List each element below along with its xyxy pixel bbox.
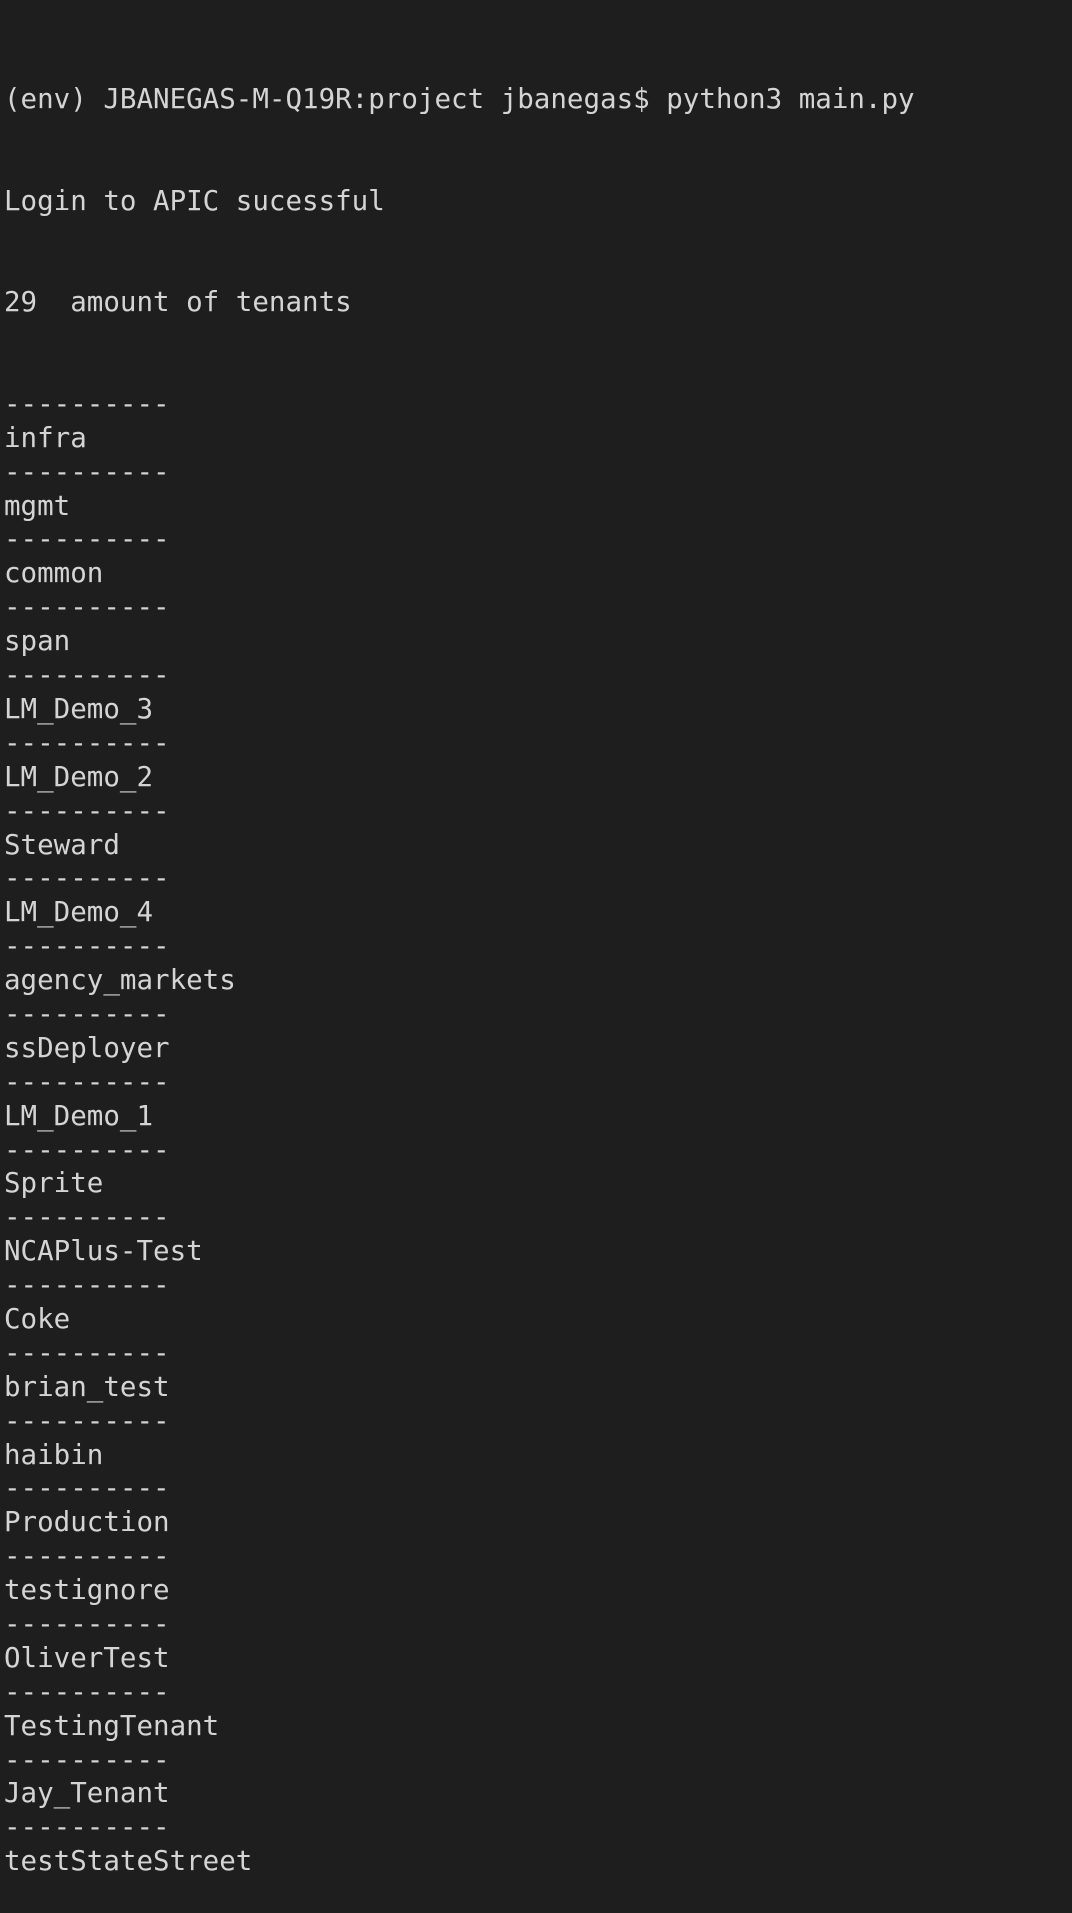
tenant-count-line: 29 amount of tenants — [4, 286, 352, 319]
tenant-name: LM_Demo_2 — [4, 760, 154, 793]
tenant-name: TestingTenant — [4, 1709, 220, 1742]
separator-line: ---------- — [4, 1336, 170, 1369]
tenant-name: testStateStreet — [4, 1845, 253, 1878]
tenant-name: ssDeployer — [4, 1031, 170, 1064]
tenant-name: Sprite — [4, 1167, 104, 1200]
tenant-name: infra — [4, 421, 87, 454]
separator-line: ---------- — [4, 930, 170, 963]
tenant-name: agency_markets — [4, 964, 236, 997]
separator-line: ---------- — [4, 1743, 170, 1776]
login-status-line: Login to APIC sucessful — [4, 184, 385, 217]
tenant-name: NCAPlus-Test — [4, 1235, 203, 1268]
tenant-name: Jay_Tenant — [4, 1777, 170, 1810]
separator-line: ---------- — [4, 1133, 170, 1166]
separator-line: ---------- — [4, 1811, 170, 1844]
separator-line: ---------- — [4, 1269, 170, 1302]
tenant-name: LM_Demo_4 — [4, 896, 154, 929]
separator-line: ---------- — [4, 1201, 170, 1234]
tenant-name: Steward — [4, 828, 120, 861]
tenant-name: Coke — [4, 1302, 71, 1335]
tenant-name: Production — [4, 1506, 170, 1539]
separator-line: ---------- — [4, 455, 170, 488]
tenant-name: testignore — [4, 1574, 170, 1607]
separator-line: ---------- — [4, 862, 170, 895]
separator-line: ---------- — [4, 1675, 170, 1708]
separator-line: ---------- — [4, 591, 170, 624]
separator-line: ---------- — [4, 1607, 170, 1640]
separator-line: ---------- — [4, 387, 170, 420]
tenant-name: LM_Demo_3 — [4, 692, 154, 725]
separator-line: ---------- — [4, 1065, 170, 1098]
separator-line: ---------- — [4, 794, 170, 827]
tenant-name: brian_test — [4, 1370, 170, 1403]
separator-line: ---------- — [4, 523, 170, 556]
tenant-name: span — [4, 625, 71, 658]
separator-line: ---------- — [4, 1404, 170, 1437]
separator-line: ---------- — [4, 1472, 170, 1505]
tenant-name: mgmt — [4, 489, 71, 522]
tenant-list: ----------infra----------mgmt----------c… — [4, 388, 1072, 1879]
tenant-name: LM_Demo_1 — [4, 1099, 154, 1132]
separator-line: ---------- — [4, 659, 170, 692]
command-prompt-line: (env) JBANEGAS-M-Q19R:project jbanegas$ … — [4, 82, 915, 115]
separator-line: ---------- — [4, 726, 170, 759]
separator-line: ---------- — [4, 997, 170, 1030]
separator-line: ---------- — [4, 1540, 170, 1573]
tenant-name: common — [4, 557, 104, 590]
tenant-name: haibin — [4, 1438, 104, 1471]
tenant-name: OliverTest — [4, 1641, 170, 1674]
